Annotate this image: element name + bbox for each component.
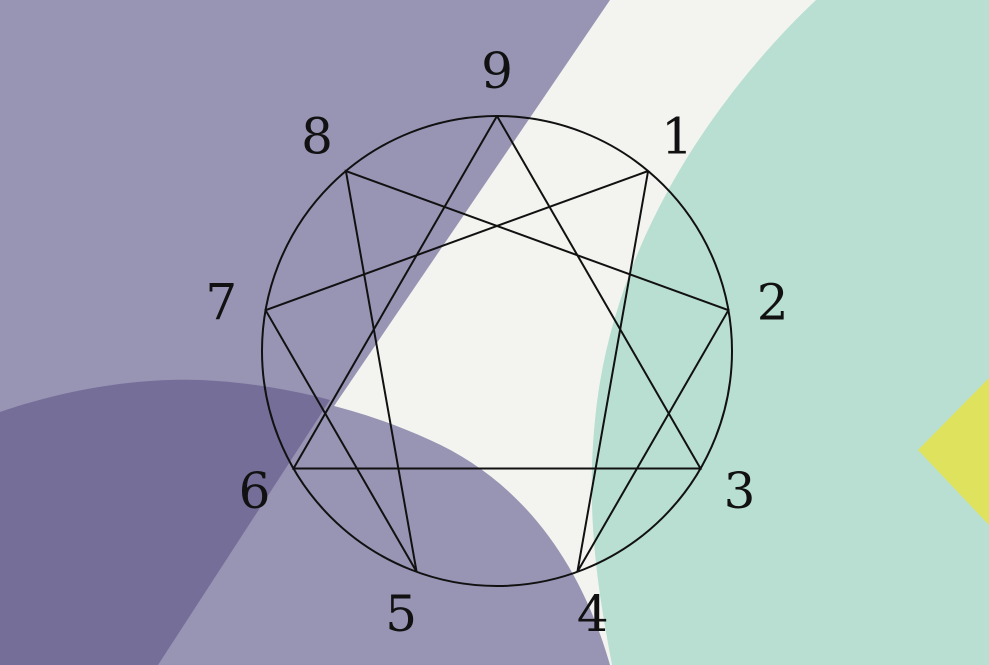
node-label-7: 7: [205, 273, 237, 331]
yellow-diamond-shape: [918, 378, 989, 525]
mint-large-arc-shape: [591, 0, 989, 665]
node-label-9: 9: [481, 42, 513, 100]
node-label-5: 5: [385, 585, 417, 643]
node-label-6: 6: [239, 462, 271, 520]
node-labels: 9 1 2 3 4 5 6 7 8: [205, 42, 788, 643]
node-label-2: 2: [757, 273, 789, 331]
triangle-figure: [291, 115, 703, 470]
purple-dark-corner-shape: [0, 379, 330, 665]
node-label-4: 4: [577, 585, 609, 643]
node-label-1: 1: [661, 108, 693, 166]
node-label-8: 8: [301, 108, 333, 166]
hexad-figure: [264, 169, 730, 573]
node-label-3: 3: [724, 462, 756, 520]
